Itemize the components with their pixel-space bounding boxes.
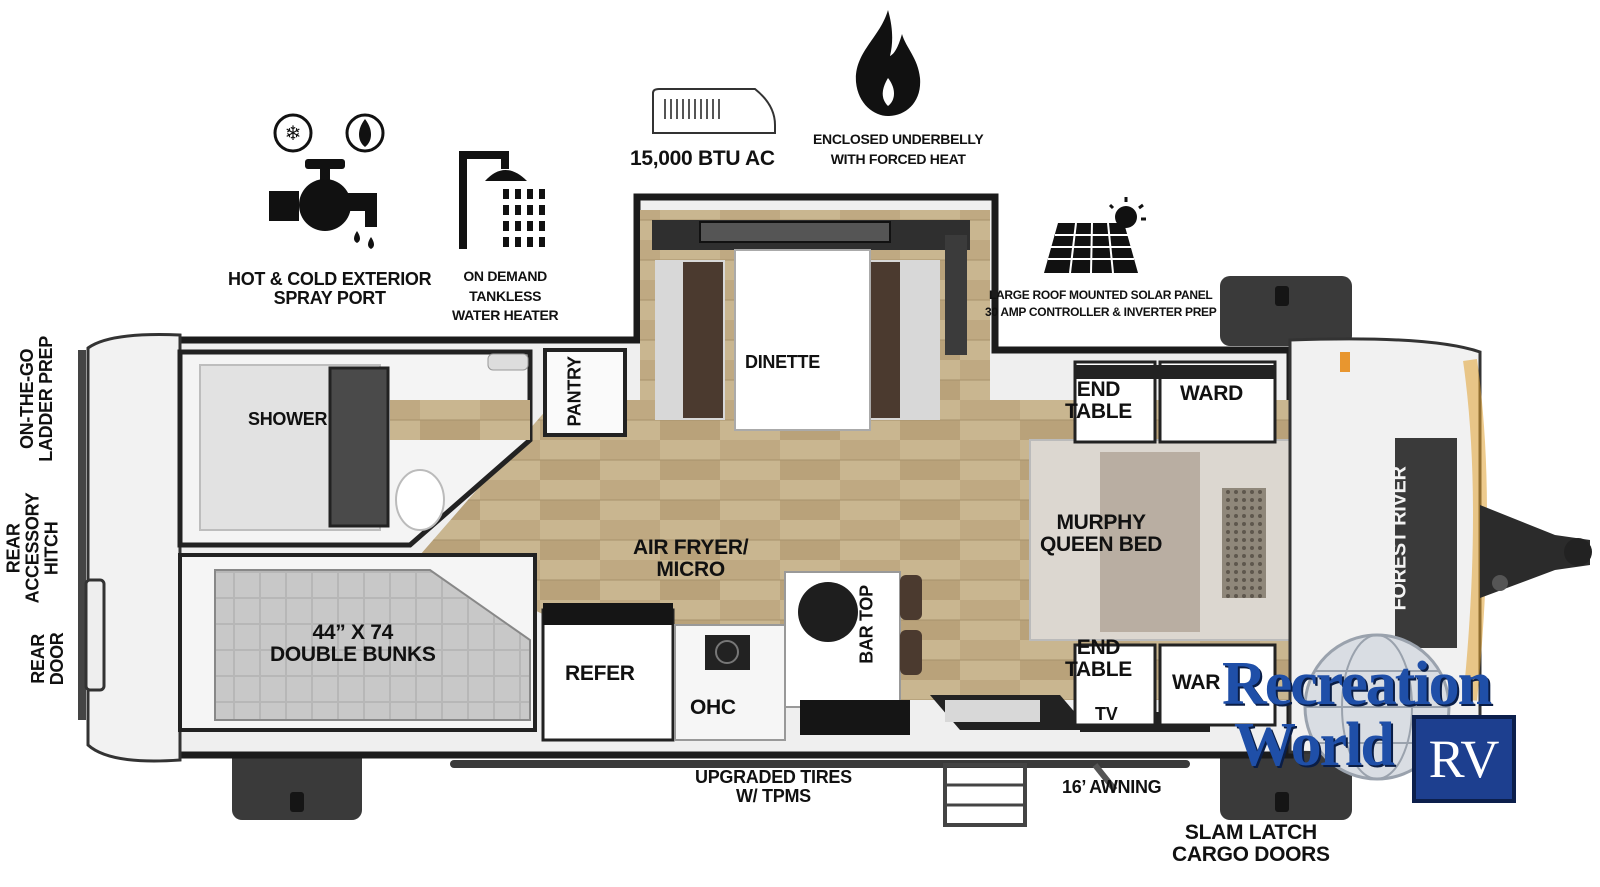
dealer-logo: Recreation World RV	[1222, 615, 1522, 810]
pantry-label: PANTRY	[564, 356, 585, 427]
ac-unit-icon	[652, 88, 776, 134]
solar-panel-icon	[1044, 197, 1146, 274]
rear-cap	[86, 333, 182, 763]
shower-glass	[328, 366, 390, 528]
logo-line-2: World	[1234, 711, 1395, 779]
shower-label: SHOWER	[248, 409, 328, 429]
tv-label: TV	[1095, 704, 1118, 724]
refer-label: REFER	[565, 662, 635, 685]
dinette-table	[734, 249, 871, 431]
marker-light	[1340, 352, 1350, 372]
rear-door-handle	[84, 578, 106, 692]
dinette-label: DINETTE	[745, 352, 820, 372]
bar-top-label: BAR TOP	[856, 585, 877, 664]
side-window	[945, 235, 967, 355]
bar-stool-2	[900, 630, 922, 675]
ac-label: 15,000 BTU AC	[630, 147, 775, 170]
bed-vent	[1222, 488, 1266, 598]
shower-head-icon	[459, 151, 545, 249]
hitch-tongue	[1480, 505, 1590, 598]
tire-bottom-right	[1220, 748, 1352, 820]
tire-top-right	[1220, 276, 1352, 346]
dinette-window	[699, 221, 891, 243]
wardrobe-bottom-label: WAR	[1172, 671, 1221, 694]
flame-icon	[855, 10, 921, 116]
ohc-label: OHC	[690, 696, 736, 719]
wardrobe-top-label: WARD	[1180, 382, 1243, 405]
spray-port-icon: ❄	[269, 113, 385, 249]
air-fryer-label: AIR FRYER/MICRO	[633, 536, 749, 582]
toilet	[395, 469, 445, 531]
awning-label: 16’ AWNING	[1062, 777, 1162, 797]
entry-steps	[943, 763, 1027, 827]
bar-stool-1	[900, 575, 922, 620]
refrigerator	[541, 608, 675, 742]
front-graphic	[1395, 438, 1457, 648]
tire-bottom-left	[232, 748, 362, 820]
svg-text:❄: ❄	[285, 121, 302, 145]
logo-badge: RV	[1412, 715, 1516, 803]
brand-side-label: FOREST RIVER	[1388, 466, 1411, 611]
logo-line-1: Recreation	[1222, 650, 1492, 718]
